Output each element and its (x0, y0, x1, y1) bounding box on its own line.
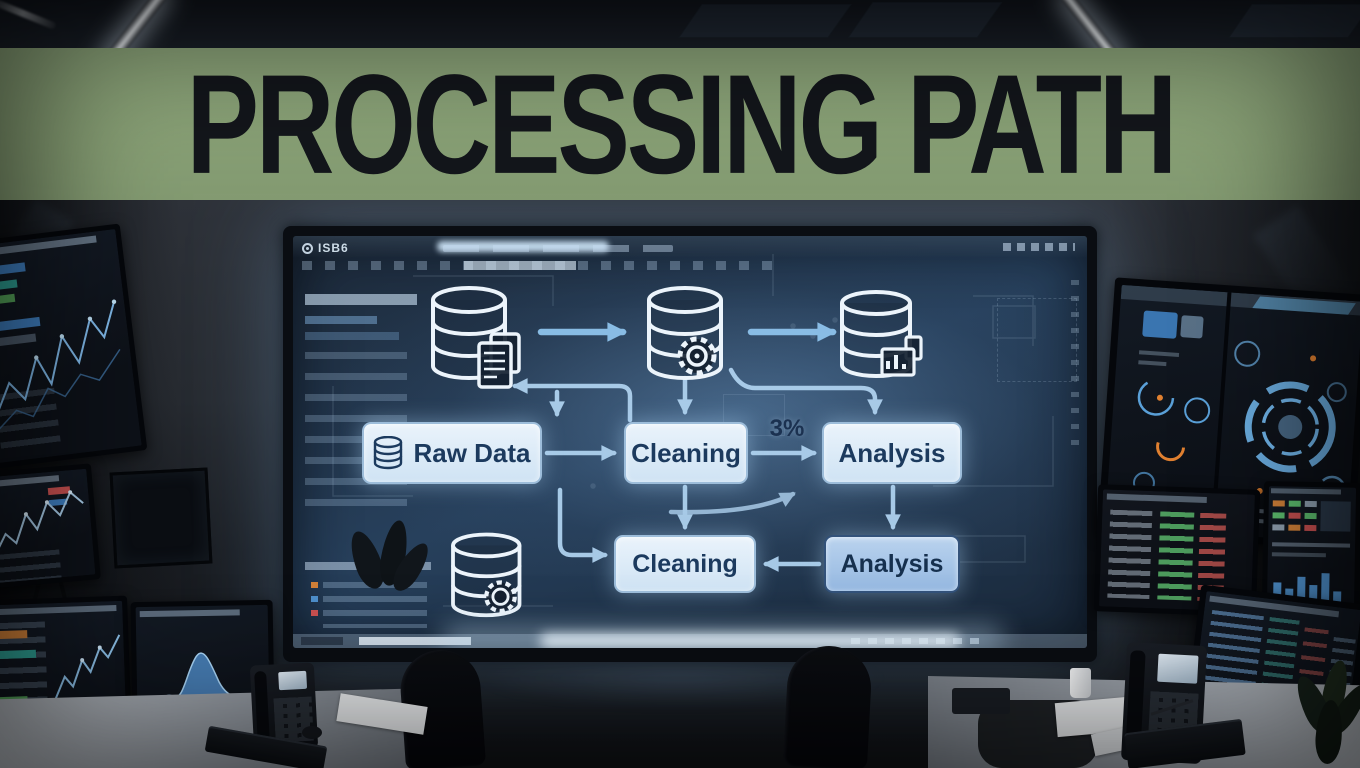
title-banner: PROCESSING PATH (0, 48, 1360, 200)
table-bar-chart (1270, 488, 1351, 602)
plant (1290, 658, 1360, 768)
flowchart-node-raw-data: Raw Data (362, 422, 542, 484)
node-label: Analysis (840, 549, 944, 578)
flowchart-node-analysis-1: Analysis (822, 422, 962, 484)
phone-screen (1157, 653, 1199, 684)
office-chair (782, 643, 874, 768)
screen-faint-module (723, 394, 785, 436)
left-easel-monitor-screen (0, 468, 96, 584)
flowchart-node-analysis-2: Analysis (824, 535, 960, 593)
left-easel-monitor (0, 463, 101, 589)
line-chart (0, 490, 84, 556)
flowchart-graphics (332, 254, 1054, 618)
ceiling (0, 0, 1360, 50)
right-desk-monitor-2-screen (1266, 486, 1357, 611)
left-desk-monitor-1-screen (0, 600, 128, 768)
logo-text: ISB6 (318, 241, 349, 255)
ceiling-tile (678, 4, 852, 38)
left-desk-monitor-1 (0, 595, 133, 768)
left-top-monitor-screen (0, 229, 142, 463)
database-report-icon (840, 290, 923, 378)
window-controls-icons (1003, 243, 1075, 251)
ceiling-light (0, 0, 57, 30)
database-document-icon (431, 286, 521, 389)
database-gear-icon (647, 286, 723, 380)
ceiling-tile (1228, 4, 1360, 38)
database-icon (374, 436, 403, 470)
node-label: Raw Data (413, 437, 531, 468)
flowchart-arrows (511, 322, 901, 572)
plant-silhouette (344, 518, 435, 630)
circuit-noise (332, 254, 1054, 607)
logo-icon (302, 242, 313, 254)
menu-placeholder-bars (443, 245, 673, 252)
node-label: Analysis (838, 437, 946, 468)
screen-logo-row: ISB6 (302, 241, 349, 255)
database-process-icon (451, 532, 522, 618)
unlit-display (109, 467, 213, 569)
screen-glow-bar (437, 241, 609, 252)
screen-bottom-glow (540, 634, 960, 648)
line-chart (0, 299, 121, 431)
line-chart (54, 634, 121, 700)
mouse (302, 726, 322, 739)
phone-handset (254, 670, 270, 744)
flowchart-edge-label: 3% (769, 415, 805, 442)
node-label: Cleaning (631, 437, 741, 468)
toolbar-placeholder (302, 261, 772, 270)
left-top-monitor (0, 223, 148, 469)
phone-screen (278, 670, 308, 691)
ceiling-light (101, 0, 169, 50)
ceiling-light (1059, 0, 1124, 50)
ceiling-tile (847, 2, 1003, 38)
flowchart-node-cleaning-2: Cleaning (614, 535, 756, 593)
coffee-cup (1070, 668, 1091, 698)
desk-device (952, 688, 1010, 714)
flowchart-node-cleaning-1: Cleaning (624, 422, 748, 484)
screen-faint-module (997, 298, 1077, 382)
right-desk-monitor-2 (1261, 481, 1360, 616)
page-title: PROCESSING PATH (186, 44, 1177, 204)
node-label: Cleaning (632, 549, 738, 578)
screen-left-panel (299, 282, 431, 534)
